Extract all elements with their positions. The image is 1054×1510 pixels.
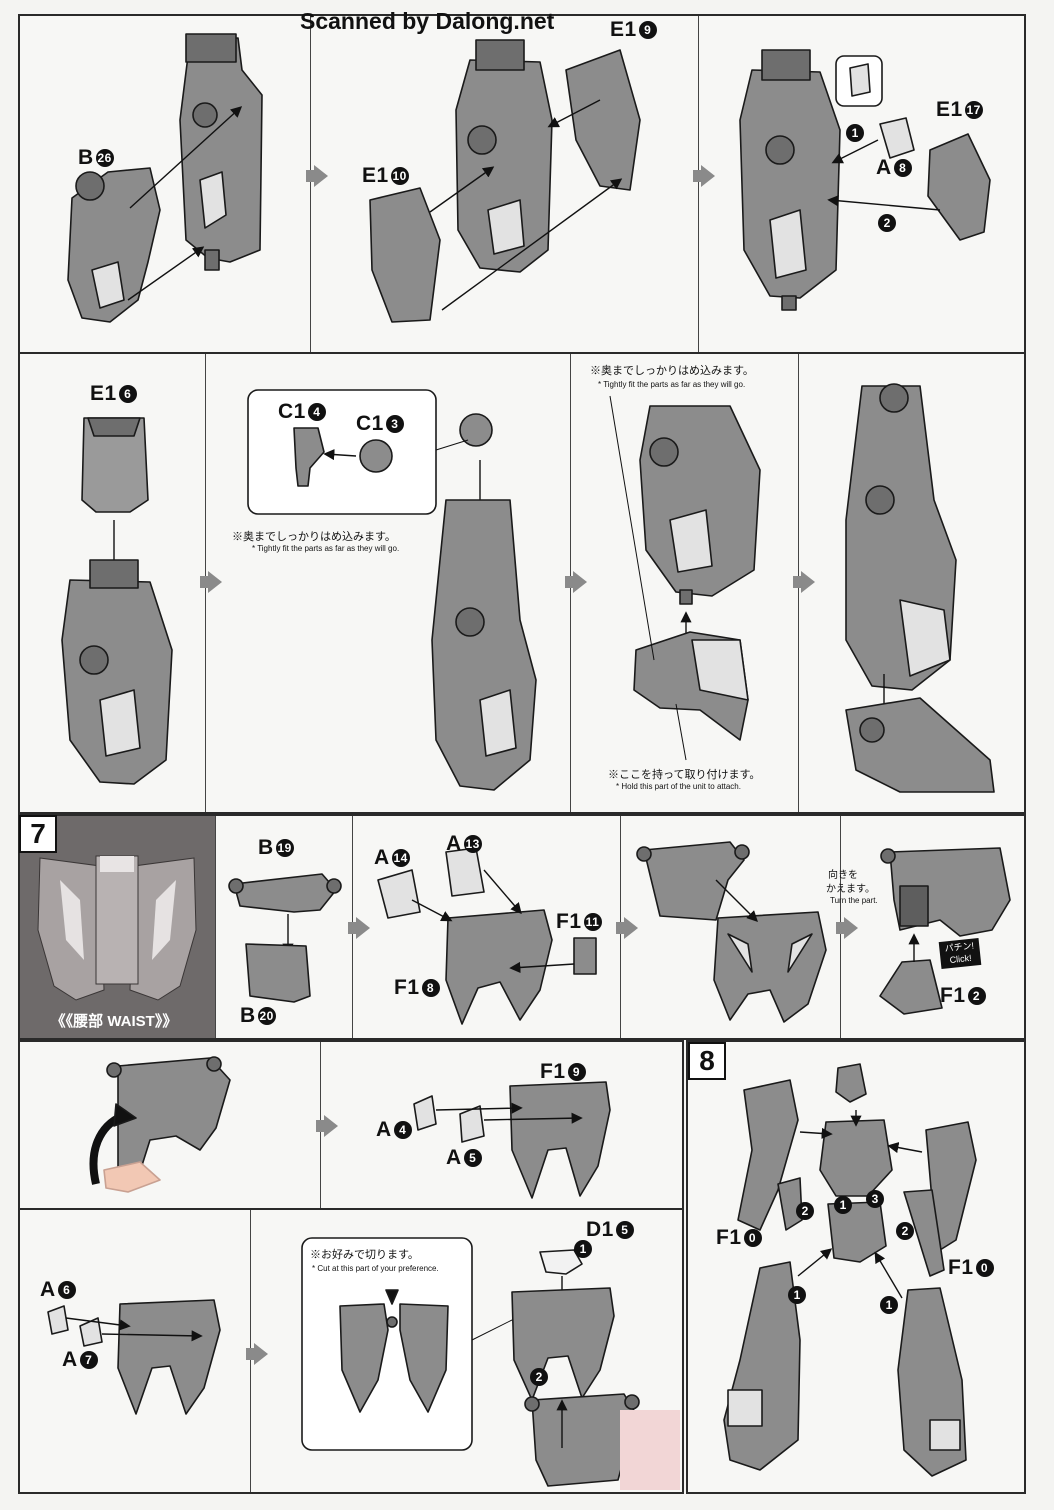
fit-note-en: * Tightly fit the parts as far as they w…	[252, 544, 400, 553]
b26-shell-part	[67, 167, 161, 323]
d15-part	[539, 1249, 583, 1275]
order-marker-2: 2	[530, 1368, 548, 1386]
red-swatch	[620, 1410, 680, 1490]
f11-part	[573, 937, 597, 975]
skirt-right-part	[399, 1303, 449, 1413]
waist-photo	[20, 816, 215, 1038]
leg-assembly-part	[61, 579, 173, 785]
order-marker: 2	[796, 1202, 814, 1220]
skirt-left-part	[777, 1177, 803, 1231]
click-badge: パチン!Click!	[938, 937, 982, 970]
skirt-right-part	[903, 1189, 945, 1277]
b19-part	[233, 873, 337, 913]
skirt-part	[117, 1299, 221, 1415]
torso-part	[819, 1119, 893, 1197]
skirt-left-part	[339, 1303, 389, 1413]
left-arm-part	[737, 1079, 799, 1231]
turn-note-en: Turn the part.	[830, 896, 878, 905]
a6-part	[47, 1305, 69, 1335]
hold-note-en: * Hold this part of the unit to attach.	[616, 782, 741, 791]
order-marker: 1	[880, 1296, 898, 1314]
turn-note-jp: かえます。	[826, 884, 875, 895]
head-part	[835, 1063, 867, 1103]
step-number-7: 7	[19, 815, 57, 853]
f119-part	[509, 1081, 611, 1199]
leg-assembly-part	[739, 69, 841, 299]
leg-assembly-part	[431, 499, 537, 791]
leg-frame-joint	[185, 33, 237, 63]
divider	[698, 16, 699, 352]
step-number-8: 8	[688, 1042, 726, 1080]
skirt-part	[713, 911, 827, 1023]
a14-part	[377, 869, 421, 919]
cut-note-en: * Cut at this part of your preference.	[312, 1264, 439, 1273]
c13-part	[359, 439, 393, 473]
order-marker: 1	[834, 1196, 852, 1214]
e19-armor-part	[565, 49, 641, 191]
skirt-part	[511, 1287, 615, 1401]
order-marker-1: 1	[846, 124, 864, 142]
order-marker-1: 1	[574, 1240, 592, 1258]
fit-note-jp: ※奥までしっかりはめ込みます。	[232, 531, 396, 543]
c14-part	[293, 427, 325, 487]
c1-parts-callout	[247, 389, 437, 515]
divider	[215, 816, 216, 1038]
e117-part	[927, 133, 991, 241]
cut-note-jp: ※お好みで切ります。	[310, 1249, 419, 1261]
foot-part	[845, 697, 995, 793]
waist-banner: 《《腰部 WAIST》》	[50, 1013, 178, 1030]
f112-part	[879, 959, 943, 1015]
fit-note-jp: ※奥までしっかりはめ込みます。	[590, 365, 754, 377]
a5-part	[459, 1105, 485, 1143]
a8-part	[879, 117, 915, 159]
order-marker: 2	[896, 1222, 914, 1240]
a4-part	[413, 1095, 437, 1131]
hold-note-jp: ※ここを持って取り付けます。	[608, 769, 761, 781]
order-marker-2: 2	[878, 214, 896, 232]
e110-armor-part	[369, 187, 441, 323]
order-marker: 1	[788, 1286, 806, 1304]
waist-frame-part	[531, 1393, 637, 1487]
b20-part	[245, 943, 311, 1003]
cut-marker-icon	[385, 1289, 399, 1305]
order-marker: 3	[866, 1190, 884, 1208]
turn-note-jp: 向きを	[828, 870, 858, 881]
e16-part	[81, 417, 149, 513]
waist-frame-part	[643, 841, 745, 921]
leg-assembly-part	[455, 59, 553, 273]
f18-part	[445, 909, 553, 1025]
fit-note-en: * Tightly fit the parts as far as they w…	[598, 380, 746, 389]
leg-frame-part	[179, 37, 263, 263]
divider	[310, 16, 311, 352]
scan-credit: Scanned by Dalong.net	[300, 8, 555, 34]
